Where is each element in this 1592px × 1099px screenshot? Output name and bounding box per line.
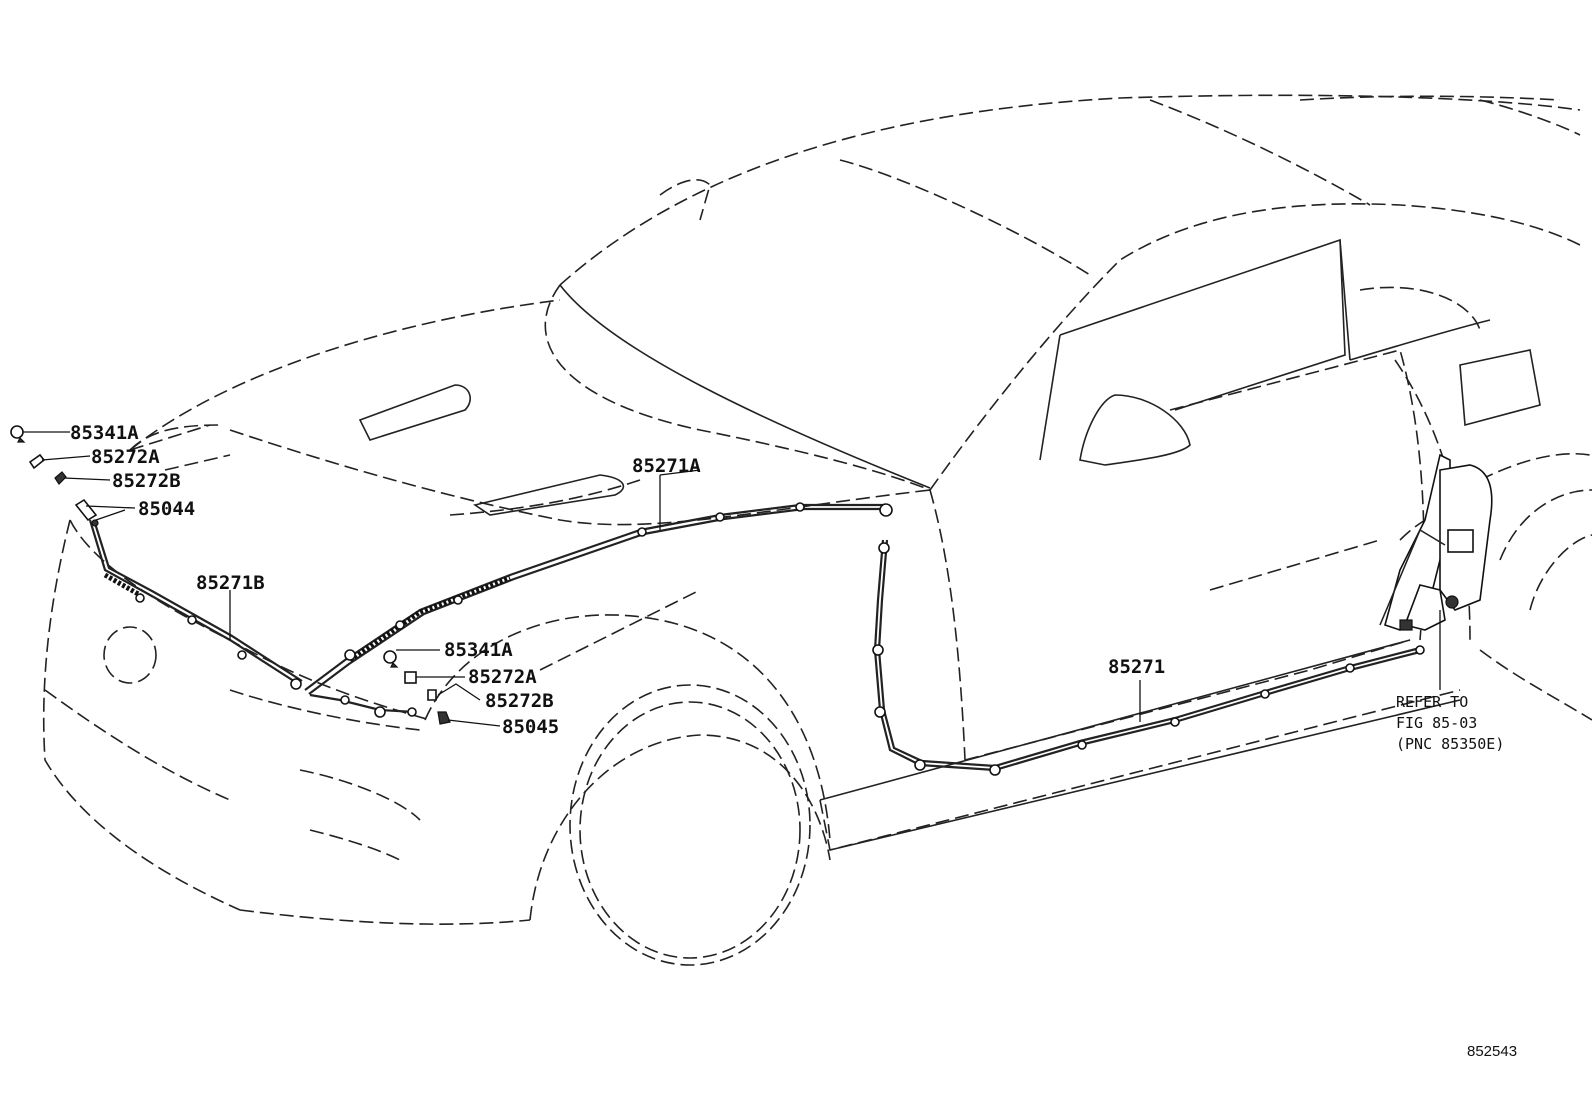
part-85341A-mid <box>383 650 399 668</box>
part-85045 <box>437 711 451 725</box>
part-85272A-top <box>28 453 46 470</box>
label-85272A-top: 85272A <box>91 446 160 468</box>
washer-tank <box>1379 453 1493 631</box>
washer-hose-85271 <box>872 539 1425 776</box>
washer-hose-85271B <box>88 519 303 690</box>
part-85341A-top <box>10 425 26 443</box>
part-85044 <box>74 498 99 527</box>
label-85271A: 85271A <box>632 455 701 477</box>
car-body-outline <box>42 94 1592 966</box>
part-85272A-mid <box>404 671 417 684</box>
label-85271: 85271 <box>1108 656 1165 678</box>
label-85341A-mid: 85341A <box>444 639 513 661</box>
label-85271B: 85271B <box>196 572 265 594</box>
refer-line-2: FIG 85-03 <box>1396 714 1477 732</box>
label-85044: 85044 <box>138 498 195 520</box>
refer-note: REFER TO FIG 85-03 (PNC 85350E) <box>1396 693 1504 753</box>
label-85272A-mid: 85272A <box>468 666 537 688</box>
label-85272B-top: 85272B <box>112 470 181 492</box>
figure-id: 852543 <box>1467 1043 1517 1060</box>
refer-line-3: (PNC 85350E) <box>1396 735 1504 753</box>
part-85272B-mid <box>427 689 437 701</box>
leader-lines <box>23 424 1441 727</box>
part-85272B-top <box>54 471 67 485</box>
label-85341A-top: 85341A <box>70 422 139 444</box>
refer-line-1: REFER TO <box>1396 693 1468 711</box>
label-85045: 85045 <box>502 716 559 738</box>
washer-hose-85271A <box>304 502 893 718</box>
part-number-labels: 85341A 85272A 85272B 85044 85271B 85271A… <box>70 422 1165 738</box>
label-85272B-mid: 85272B <box>485 690 554 712</box>
